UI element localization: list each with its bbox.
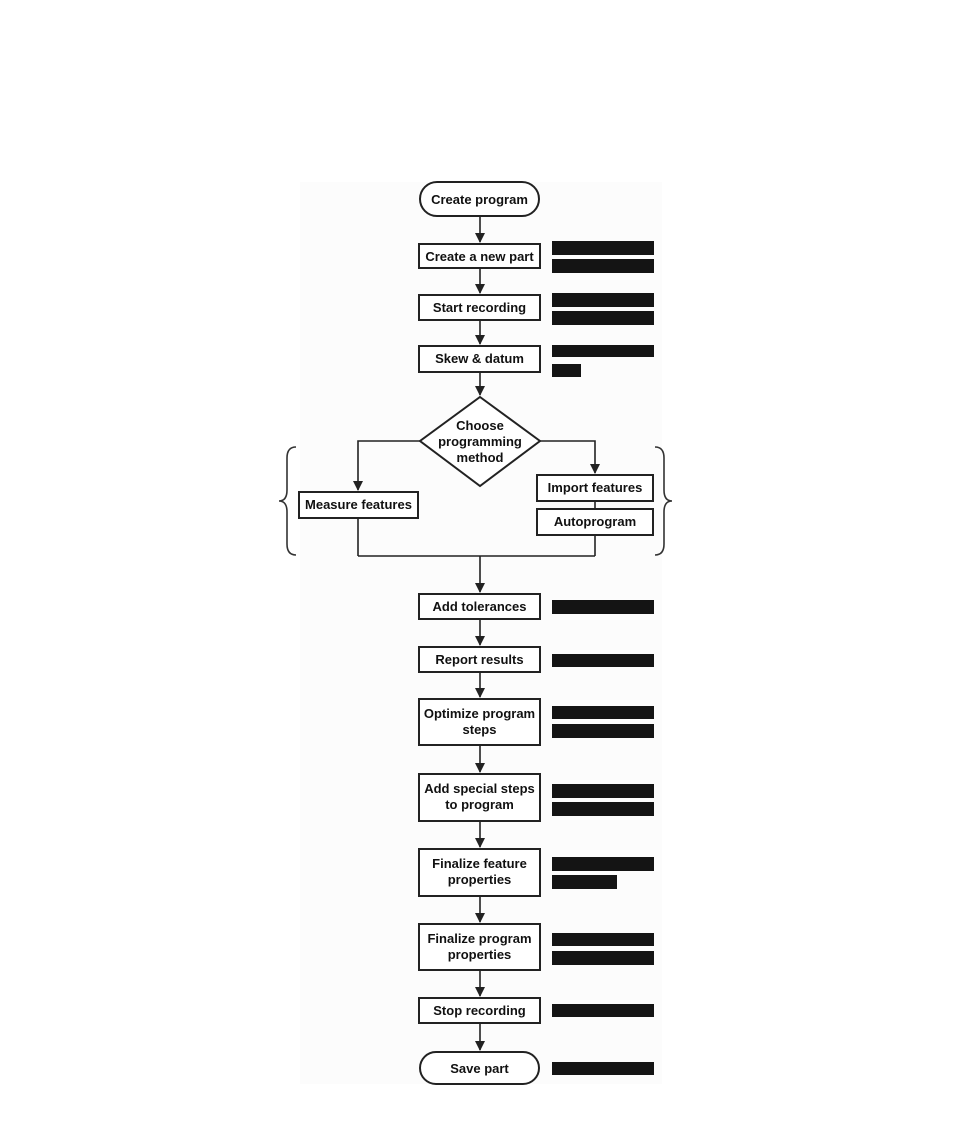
process-shape [418, 345, 541, 373]
right-brace [654, 446, 673, 556]
node-label-line-1: Finalize program [427, 931, 531, 946]
node-label-line-3: method [457, 450, 504, 465]
process-shape [418, 593, 541, 620]
node-label-line-2: to program [445, 797, 514, 812]
node-label-line-2: programming [438, 434, 522, 449]
process-shape [418, 243, 541, 269]
redaction-bar [552, 1062, 654, 1075]
node-label: Skew & datum [435, 351, 524, 366]
node-label: Save part [450, 1061, 509, 1076]
node-import-features: Import features [536, 474, 654, 502]
node-label-line-1: Optimize program [424, 706, 535, 721]
node-optimize-steps: Optimize program steps [418, 698, 541, 746]
node-label-line-1: Finalize feature [432, 856, 527, 871]
node-stop-recording: Stop recording [418, 997, 541, 1024]
redaction-bar [552, 951, 654, 965]
node-label-line-2: steps [463, 722, 497, 737]
redaction-bar [552, 1004, 654, 1017]
node-label: Start recording [433, 300, 526, 315]
terminal-shape [419, 181, 540, 217]
node-add-tolerances: Add tolerances [418, 593, 541, 620]
node-create-program: Create program [419, 181, 540, 217]
node-label: Create a new part [425, 249, 534, 264]
process-shape [418, 698, 541, 746]
node-report-results: Report results [418, 646, 541, 673]
node-start-recording: Start recording [418, 294, 541, 321]
node-save-part: Save part [419, 1051, 540, 1085]
node-label-line-2: properties [448, 947, 512, 962]
process-shape [418, 294, 541, 321]
redaction-bar [552, 600, 654, 614]
node-autoprogram: Autoprogram [536, 508, 654, 536]
node-label-line-1: Choose [456, 418, 504, 433]
decision-shape [418, 395, 542, 488]
process-shape [418, 923, 541, 971]
redaction-bar [552, 706, 654, 719]
left-brace [278, 446, 297, 556]
redaction-bar [552, 311, 654, 325]
redacted-annotations [552, 241, 654, 1075]
node-label-line-1: Add special steps [424, 781, 535, 796]
arrow-choose-to-import [540, 440, 600, 474]
process-shape [298, 491, 419, 519]
node-label: Stop recording [433, 1003, 526, 1018]
redaction-bar [552, 293, 654, 307]
redaction-bar [552, 802, 654, 816]
node-label: Measure features [305, 497, 412, 512]
node-skew-datum: Skew & datum [418, 345, 541, 373]
node-label: Create program [431, 192, 528, 207]
redaction-bar [552, 259, 654, 273]
arrow-choose-to-measure [353, 440, 420, 491]
redaction-bar [552, 345, 654, 357]
node-label: Add tolerances [433, 599, 527, 614]
node-label-line-2: properties [448, 872, 512, 887]
redaction-bar [552, 724, 654, 738]
redaction-bar [552, 875, 617, 889]
process-shape [418, 646, 541, 673]
redaction-bar [552, 654, 654, 667]
redaction-bar [552, 857, 654, 871]
process-shape [418, 773, 541, 822]
connectors [353, 216, 600, 1051]
node-measure-features: Measure features [298, 491, 419, 519]
process-shape [536, 508, 654, 536]
redaction-bar [552, 784, 654, 798]
redaction-bar [552, 933, 654, 946]
node-create-new-part: Create a new part [418, 243, 541, 269]
process-shape [418, 848, 541, 897]
redaction-bar [552, 364, 581, 377]
node-label: Import features [548, 480, 643, 495]
node-label: Report results [435, 652, 523, 667]
node-choose-method: Choose programming method [418, 395, 542, 488]
process-shape [536, 474, 654, 502]
terminal-shape [419, 1051, 540, 1085]
node-finalize-program: Finalize program properties [418, 923, 541, 971]
process-shape [418, 997, 541, 1024]
node-finalize-feature: Finalize feature properties [418, 848, 541, 897]
node-label: Autoprogram [554, 514, 636, 529]
redaction-bar [552, 241, 654, 255]
node-add-special-steps: Add special steps to program [418, 773, 541, 822]
